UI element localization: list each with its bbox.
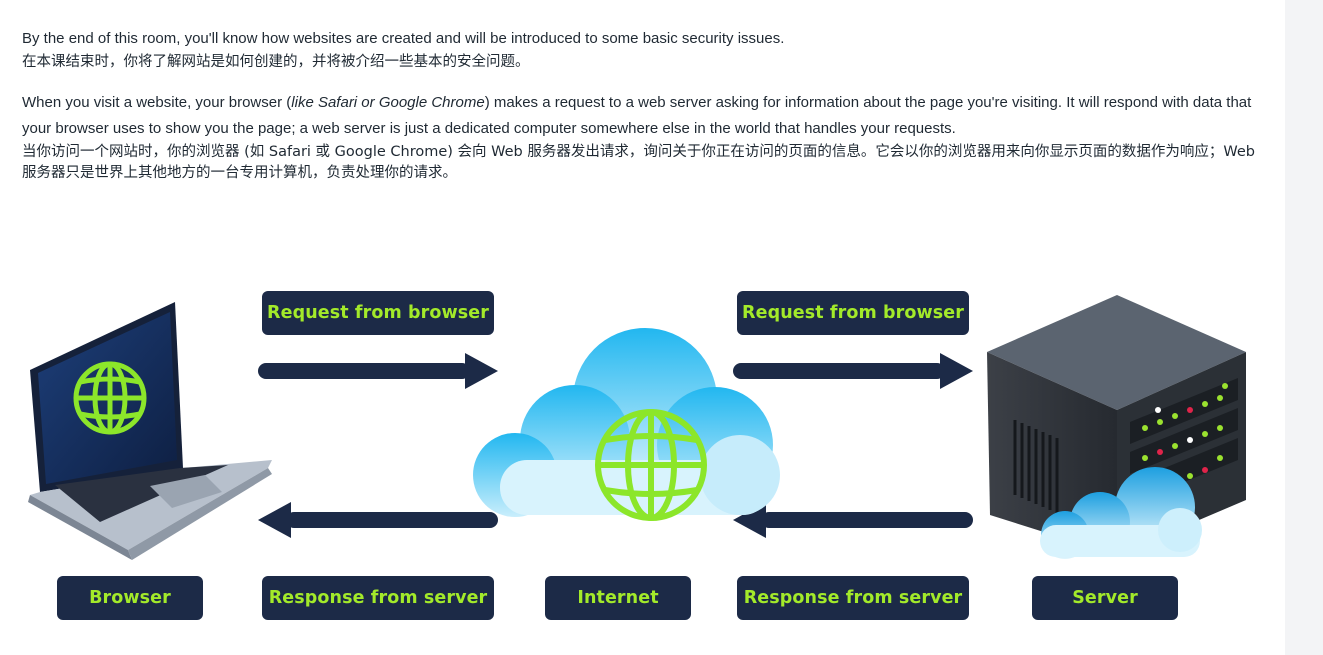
visit-en: When you visit a website, your browser (… xyxy=(22,90,1262,142)
browser-label: Browser xyxy=(57,576,203,620)
web-request-diagram: Request from browser Request from browse… xyxy=(0,260,1285,655)
server-label: Server xyxy=(1032,576,1178,620)
visit-zh: 当你访问一个网站时，你的浏览器 (如 Safari 或 Google Chrom… xyxy=(22,144,1255,181)
request-arrow-2 xyxy=(733,353,973,389)
visit-en-before: When you visit a website, your browser ( xyxy=(22,94,292,111)
intro-en: By the end of this room, you'll know how… xyxy=(22,30,785,47)
cloud-icon xyxy=(473,328,780,517)
response-arrow-1 xyxy=(258,502,498,538)
globe-icon xyxy=(595,409,707,521)
response-arrow-2 xyxy=(733,502,973,538)
response-label-1: Response from server xyxy=(262,576,494,620)
visit-en-after: ) makes a request to a web server asking… xyxy=(22,94,1252,137)
request-arrow-1 xyxy=(258,353,498,389)
request-label-1: Request from browser xyxy=(262,291,494,335)
laptop-icon xyxy=(28,302,272,560)
intro-zh: 在本课结束时，你将了解网站是如何创建的，并将被介绍一些基本的安全问题。 xyxy=(22,54,530,70)
server-icon xyxy=(987,295,1246,559)
internet-label: Internet xyxy=(545,576,691,620)
right-gutter xyxy=(1285,0,1323,655)
response-label-2: Response from server xyxy=(737,576,969,620)
request-label-2: Request from browser xyxy=(737,291,969,335)
article-content: By the end of this room, you'll know how… xyxy=(22,26,1262,184)
visit-en-italic: like Safari or Google Chrome xyxy=(291,94,485,111)
diagram-artwork xyxy=(28,295,1246,560)
